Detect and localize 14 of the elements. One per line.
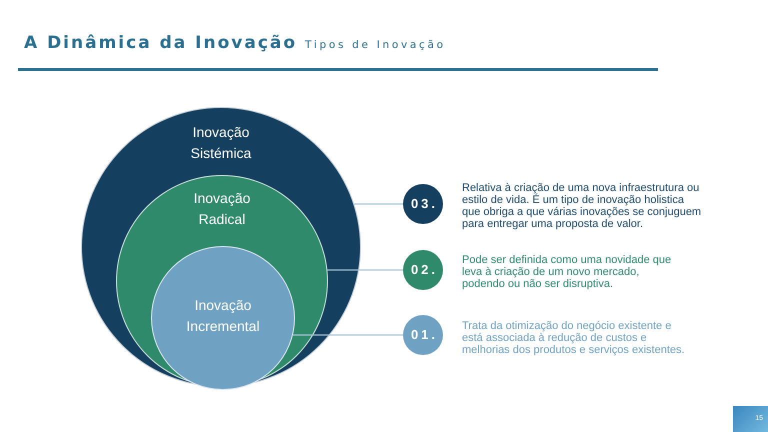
circle-label: Inovação Radical [192, 189, 252, 229]
description-text: Relativa à criação de uma nova infraestrutura ou estilo de vida. É um tipo de inovação holistica que obriga a que várias inovações se conjuguem para entregar uma proposta de valor. [462, 182, 702, 230]
slide-title: A Dinâmica da Inovação [24, 33, 298, 53]
number-badge: 01. [403, 315, 443, 355]
slide-subtitle: Tipos de Inovação [305, 39, 446, 51]
description-text: Pode ser definida como uma novidade que leva à criação de um novo mercado, podendo ou não ser disruptiva. [462, 254, 672, 290]
connector-line [354, 203, 403, 205]
connector-line [293, 334, 403, 336]
number-badge: 03. [403, 184, 443, 224]
circle-label: Inovação Incremental [185, 296, 261, 336]
circle-label: Inovação Sistémica [190, 123, 252, 163]
connector-line [327, 269, 403, 271]
description-text: Trata da otimização do negócio existente e está associada à redução de custos e melhorias dos produtos e serviços existentes. [462, 320, 686, 356]
number-badge: 02. [403, 250, 443, 290]
